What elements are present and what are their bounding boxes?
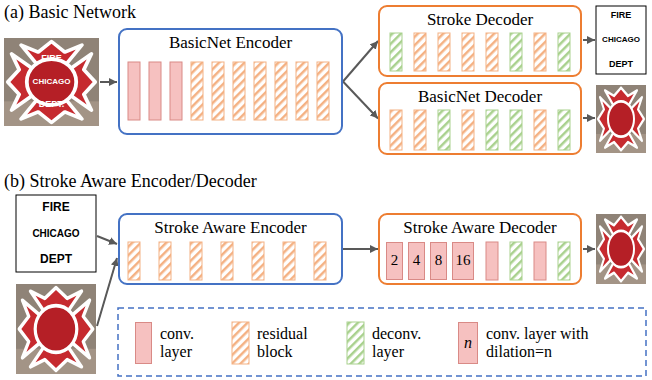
mask-text: DEPT <box>609 60 633 70</box>
module-title: Stroke Aware Encoder <box>154 218 306 238</box>
legend-text: residual block <box>257 325 329 362</box>
image-arrow <box>583 248 595 250</box>
deconv-layer-block <box>510 33 522 71</box>
module-title: Stroke Aware Decoder <box>403 218 556 238</box>
connector-arrow <box>343 41 378 82</box>
panel-heading: (a) Basic Network <box>4 3 136 23</box>
residual-block <box>296 62 308 120</box>
conv-layer-block <box>534 242 546 280</box>
dilation-number: 8 <box>435 252 443 269</box>
residual-block <box>221 242 233 280</box>
encoder-box: BasicNet Encoder <box>118 28 343 135</box>
dilation-number: 16 <box>456 252 471 269</box>
residual-block <box>190 242 202 280</box>
legend-text: deconv. layer <box>372 325 444 362</box>
decoder-box: Stroke Decoder <box>378 5 582 77</box>
decoder-box: Stroke Aware Decoder248 16 <box>378 213 582 285</box>
legend-deconv-sample <box>347 322 364 364</box>
conv-layer-block <box>128 62 140 120</box>
conv-layer-block <box>486 242 498 280</box>
residual-block <box>462 110 474 150</box>
panel-heading: (b) Stroke Aware Encoder/Decoder <box>4 172 257 192</box>
deconv-layer-block <box>510 242 522 280</box>
module-title: BasicNet Decoder <box>418 87 542 107</box>
mask-text: DEPT <box>40 253 72 266</box>
residual-block <box>314 242 326 280</box>
photo-text: FIRE <box>41 54 62 64</box>
residual-block <box>128 242 140 280</box>
encoder-box: Stroke Aware Encoder <box>118 213 343 285</box>
image-arrow <box>583 39 595 41</box>
module-title: Stroke Decoder <box>427 10 533 30</box>
legend-residual-sample <box>232 322 249 364</box>
legend-text: conv. layer with dilation=n <box>486 325 598 362</box>
deconv-layer-block <box>510 110 522 150</box>
deconv-layer-block <box>558 110 570 150</box>
deconv-layer-block <box>558 33 570 71</box>
legend-frame <box>118 308 646 376</box>
connector-arrow <box>343 82 378 119</box>
residual-block <box>212 62 224 120</box>
decoder-box: BasicNet Decoder <box>378 82 582 155</box>
residual-block <box>191 62 203 120</box>
residual-block <box>390 110 402 150</box>
conv-layer-block <box>170 62 182 120</box>
dilated-conv-block: 8 <box>430 242 447 280</box>
residual-block <box>462 33 474 71</box>
legend-symbol-letter: n <box>464 334 472 352</box>
connector-arrow <box>343 248 378 250</box>
residual-block <box>159 242 171 280</box>
residual-block <box>254 62 266 120</box>
dilated-conv-block: 16 <box>452 242 474 280</box>
legend-text: conv. layer <box>160 325 220 362</box>
dilation-number: 4 <box>413 252 421 269</box>
residual-block <box>317 62 329 120</box>
mask-text: FIRE <box>42 201 69 214</box>
residual-block <box>283 242 295 280</box>
deconv-layer-block <box>558 242 570 280</box>
mask-text: CHICAGO <box>602 36 640 45</box>
output-photo <box>596 214 646 284</box>
deconv-layer-block <box>486 110 498 150</box>
image-arrow <box>97 258 117 326</box>
residual-block <box>534 33 546 71</box>
residual-block <box>534 110 546 150</box>
stroke-mask-image <box>596 6 646 74</box>
residual-block <box>438 33 450 71</box>
conv-layer-block <box>149 62 161 120</box>
residual-block <box>252 242 264 280</box>
image-arrow <box>100 81 117 83</box>
image-arrow <box>97 236 117 244</box>
photo-text: DEPT. <box>39 100 65 110</box>
residual-block <box>414 33 426 71</box>
image-arrow <box>583 117 595 119</box>
stroke-mask-image <box>16 195 96 272</box>
mask-text: CHICAGO <box>32 228 79 239</box>
dilated-conv-block: 4 <box>408 242 425 280</box>
deconv-layer-block <box>390 33 402 71</box>
deconv-layer-block <box>438 110 450 150</box>
photo-text: CHICAGO <box>33 78 71 87</box>
output-photo <box>596 85 646 153</box>
mask-text: FIRE <box>611 11 632 21</box>
residual-block <box>275 62 287 120</box>
dilation-number: 2 <box>391 252 399 269</box>
input-photo <box>4 38 99 126</box>
residual-block <box>486 33 498 71</box>
dilated-conv-block: 2 <box>386 242 403 280</box>
residual-block <box>414 110 426 150</box>
legend-swatch <box>135 322 152 364</box>
residual-block <box>233 62 245 120</box>
module-title: BasicNet Encoder <box>169 33 292 53</box>
input-photo <box>16 284 96 374</box>
